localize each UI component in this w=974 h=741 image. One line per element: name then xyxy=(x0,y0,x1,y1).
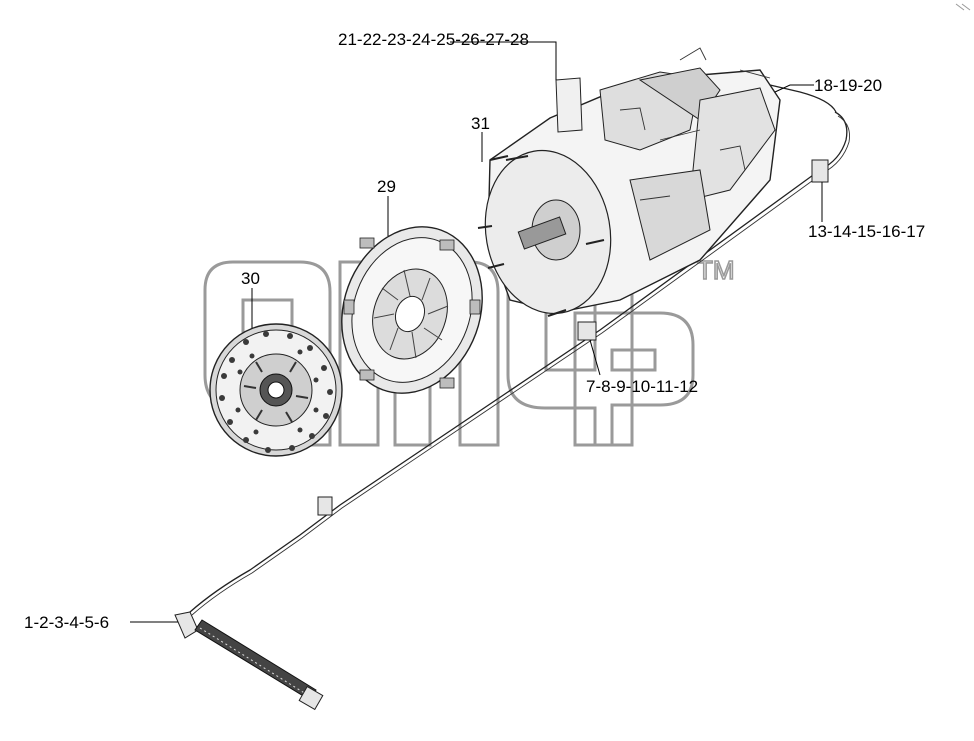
callout-parts-21-28: 21-22-23-24-25-26-27-28 xyxy=(338,30,529,49)
callout-parts-18-20: 18-19-20 xyxy=(814,76,882,95)
corner-mark xyxy=(955,3,971,11)
line-clip xyxy=(317,496,333,516)
line-fitting xyxy=(577,321,597,341)
clutch-disc xyxy=(209,323,343,457)
callout-part-29: 29 xyxy=(377,177,396,196)
clutch-hydraulic-line xyxy=(189,84,850,616)
callout-parts-13-17: 13-14-15-16-17 xyxy=(808,222,925,241)
callout-parts-1-6: 1-2-3-4-5-6 xyxy=(24,613,109,632)
callout-part-31: 31 xyxy=(471,114,490,133)
flexible-hose xyxy=(174,611,324,711)
callout-parts-7-12: 7-8-9-10-11-12 xyxy=(586,377,698,396)
pressure-plate xyxy=(341,226,483,394)
line-bracket xyxy=(811,159,829,183)
watermark-tm: TM xyxy=(697,255,735,285)
callout-labels: 21-22-23-24-25-26-27-28 18-19-20 31 29 1… xyxy=(24,30,925,632)
callout-part-30: 30 xyxy=(241,269,260,288)
gearbox-housing xyxy=(477,47,781,317)
leader-lines xyxy=(130,41,823,623)
